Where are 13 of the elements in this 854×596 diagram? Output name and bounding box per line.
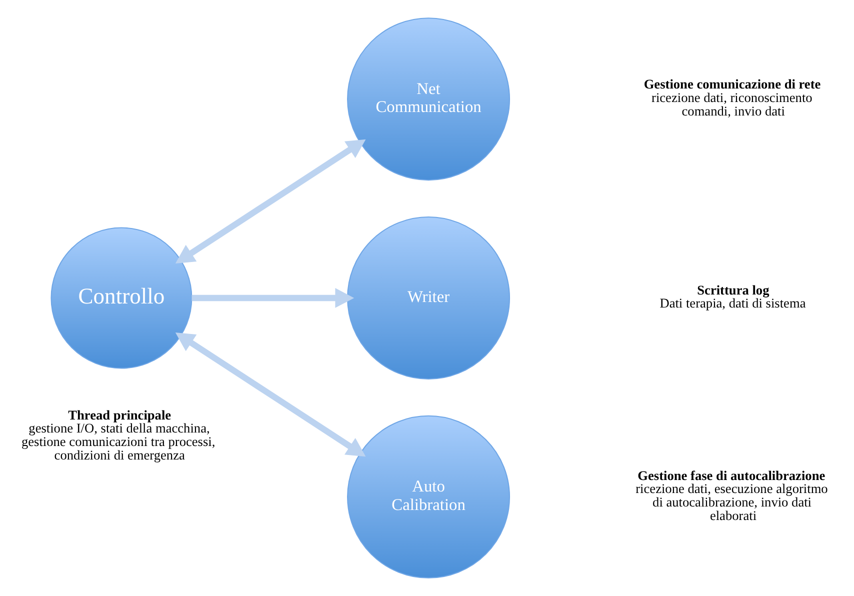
arrow xyxy=(191,288,354,308)
arrow xyxy=(174,332,366,457)
node-circle: Controllo xyxy=(50,227,192,369)
node-label: Scrittura log xyxy=(696,282,769,298)
node-circle: Writer xyxy=(346,216,510,380)
node-label: Gestione comunicazione di rete xyxy=(643,76,820,92)
node-circle: Net Communication xyxy=(346,18,510,181)
node-label: Thread principale xyxy=(68,407,171,422)
node-label: ricezione dati, riconoscimento comandi, invio dati xyxy=(651,90,812,118)
node-label: ricezione dati, esecuzione algoritmo di autocalibrazione, invio dati elaborati xyxy=(635,481,828,523)
arrow xyxy=(174,139,366,264)
node-label: Gestione fase di autocalibrazione xyxy=(637,468,825,483)
node-circle: Auto Calibration xyxy=(346,415,510,578)
